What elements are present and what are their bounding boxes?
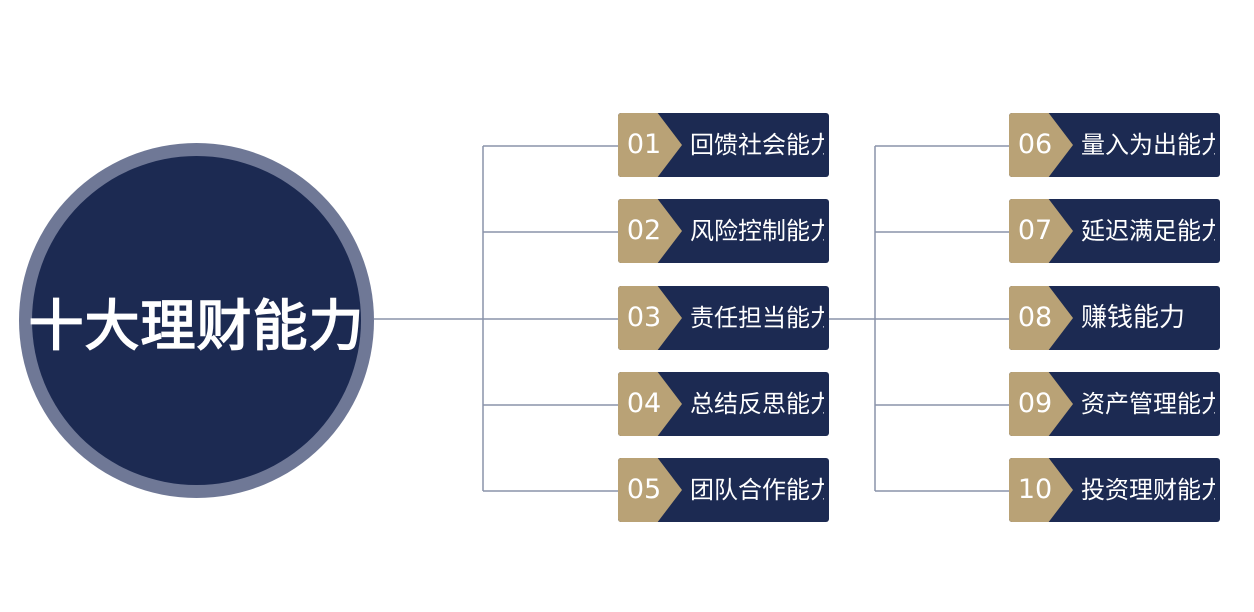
item-label: 回馈社会能力 bbox=[690, 131, 824, 159]
item-number: 05 bbox=[626, 474, 662, 505]
ability-item-07: 07 延迟满足能力 bbox=[1009, 199, 1220, 263]
ability-item-09: 09 资产管理能力 bbox=[1009, 372, 1220, 436]
item-label: 延迟满足能力 bbox=[1081, 217, 1215, 245]
item-label: 量入为出能力 bbox=[1081, 131, 1215, 159]
item-number: 09 bbox=[1017, 388, 1053, 419]
ability-item-06: 06 量入为出能力 bbox=[1009, 113, 1220, 177]
ability-item-02: 02 风险控制能力 bbox=[618, 199, 829, 263]
central-hub-circle: 十大理财能力 bbox=[19, 143, 374, 498]
ability-item-08: 08 赚钱能力 bbox=[1009, 286, 1220, 350]
item-label: 团队合作能力 bbox=[690, 476, 824, 504]
ability-item-05: 05 团队合作能力 bbox=[618, 458, 829, 522]
ability-item-01: 01 回馈社会能力 bbox=[618, 113, 829, 177]
item-number: 01 bbox=[626, 129, 662, 160]
hub-title: 十大理财能力 bbox=[28, 293, 365, 358]
item-label: 赚钱能力 bbox=[1081, 303, 1186, 333]
item-label: 资产管理能力 bbox=[1081, 390, 1215, 418]
ability-item-04: 04 总结反思能力 bbox=[618, 372, 829, 436]
item-label: 责任担当能力 bbox=[690, 304, 824, 332]
central-hub-inner: 十大理财能力 bbox=[29, 156, 364, 485]
item-number: 02 bbox=[626, 215, 662, 246]
item-number: 08 bbox=[1017, 302, 1053, 333]
item-number: 06 bbox=[1017, 129, 1053, 160]
ability-item-10: 10 投资理财能力 bbox=[1009, 458, 1220, 522]
item-number: 04 bbox=[626, 388, 662, 419]
item-number: 03 bbox=[626, 302, 662, 333]
item-number: 07 bbox=[1017, 215, 1053, 246]
item-label: 投资理财能力 bbox=[1081, 476, 1215, 504]
item-number: 10 bbox=[1017, 474, 1053, 505]
item-label: 风险控制能力 bbox=[690, 217, 824, 245]
ability-item-03: 03 责任担当能力 bbox=[618, 286, 829, 350]
item-label: 总结反思能力 bbox=[690, 390, 824, 418]
